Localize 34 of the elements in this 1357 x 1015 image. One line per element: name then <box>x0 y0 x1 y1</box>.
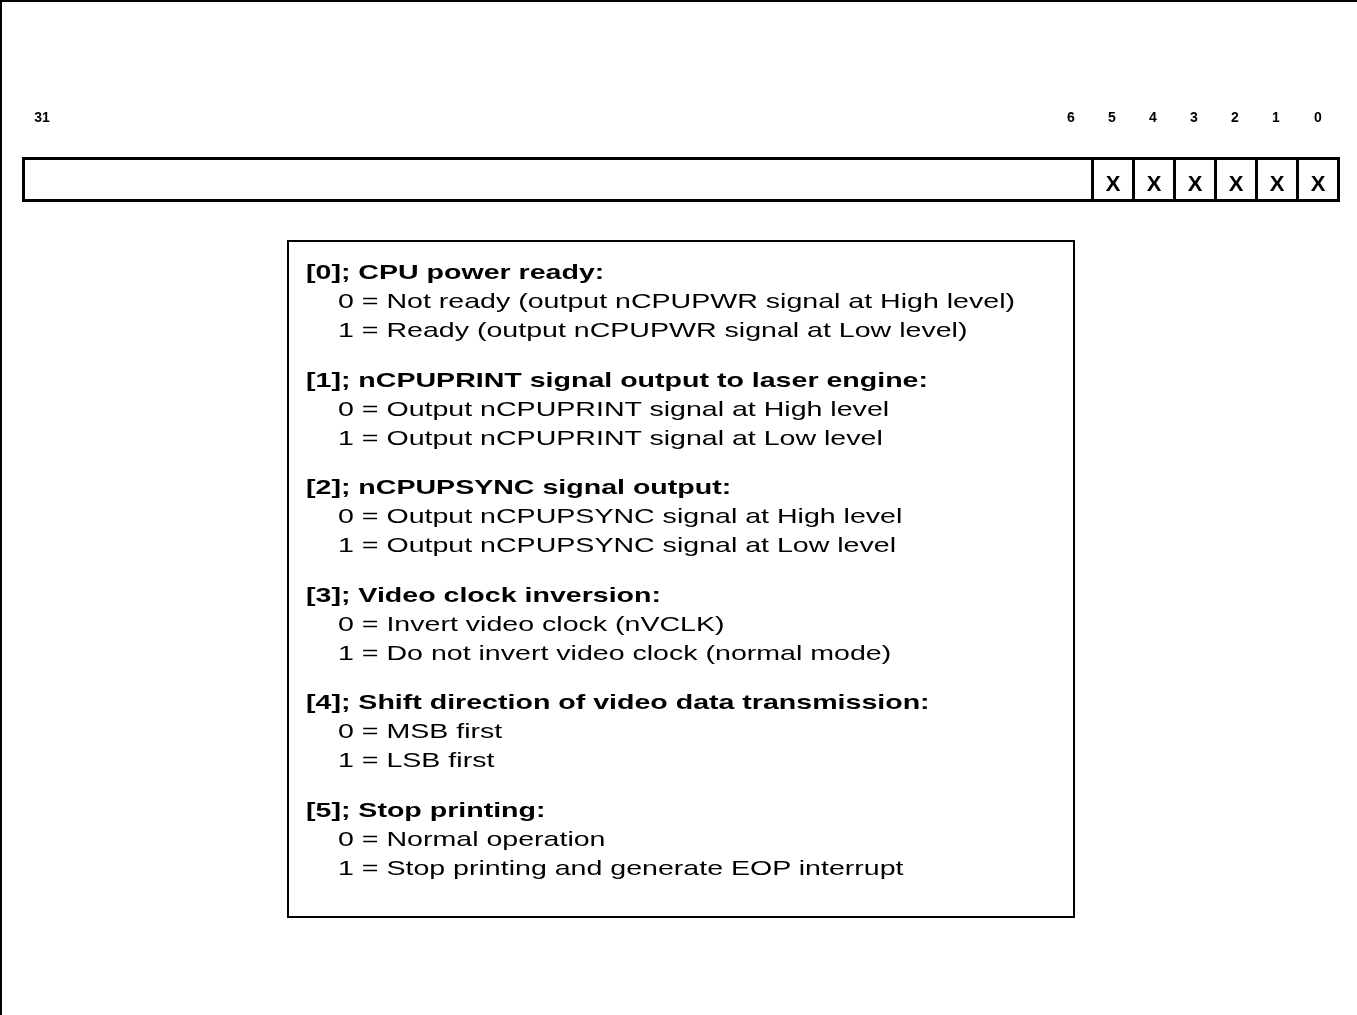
bit-number: 6 <box>1067 109 1075 125</box>
field-heading: [4]; Shift direction of video data transmission: <box>306 690 930 714</box>
bit-number: 3 <box>1190 109 1198 125</box>
description-box <box>287 240 1075 918</box>
bit-number: 0 <box>1314 109 1322 125</box>
field-heading: [3]; Video clock inversion: <box>306 582 661 607</box>
field-heading: [5]; Stop printing: <box>306 797 546 822</box>
value-description: 0 = Output nCPUPSYNC signal at High level <box>338 504 903 528</box>
value-description: 0 = Output nCPUPRINT signal at High level <box>338 396 890 421</box>
bit-number: 4 <box>1149 109 1157 125</box>
value-description: 1 = Output nCPUPSYNC signal at Low level <box>338 533 896 557</box>
value-description: 1 = Stop printing and generate EOP interrupt <box>338 855 904 880</box>
register-bit-cell: X <box>1214 157 1258 202</box>
value-description: 1 = Ready (output nCPUPWR signal at Low level) <box>338 318 968 342</box>
value-description: 0 = Normal operation <box>338 826 606 851</box>
field-heading: [2]; nCPUPSYNC signal output: <box>306 475 732 499</box>
register-bit-cell: X <box>1255 157 1299 202</box>
field-heading: [1]; nCPUPRINT signal output to laser engine: <box>306 367 928 392</box>
bit-number: 31 <box>34 109 50 125</box>
bit-number: 2 <box>1231 109 1239 125</box>
field-heading: [0]; CPU power ready: <box>306 260 605 284</box>
register-field <box>22 157 1094 202</box>
value-description: 1 = Do not invert video clock (normal mode) <box>338 640 892 665</box>
bit-number: 5 <box>1108 109 1116 125</box>
value-description: 1 = LSB first <box>338 748 495 772</box>
value-description: 0 = Not ready (output nCPUPWR signal at High level) <box>338 289 1016 313</box>
register-bit-cell: X <box>1091 157 1135 202</box>
value-description: 0 = MSB first <box>338 719 503 743</box>
value-description: 0 = Invert video clock (nVCLK) <box>338 611 725 636</box>
value-description: 1 = Output nCPUPRINT signal at Low level <box>338 425 883 450</box>
bit-number: 1 <box>1272 109 1280 125</box>
register-bit-cell: X <box>1296 157 1340 202</box>
register-bit-cell: X <box>1173 157 1217 202</box>
register-bit-cell: X <box>1132 157 1176 202</box>
